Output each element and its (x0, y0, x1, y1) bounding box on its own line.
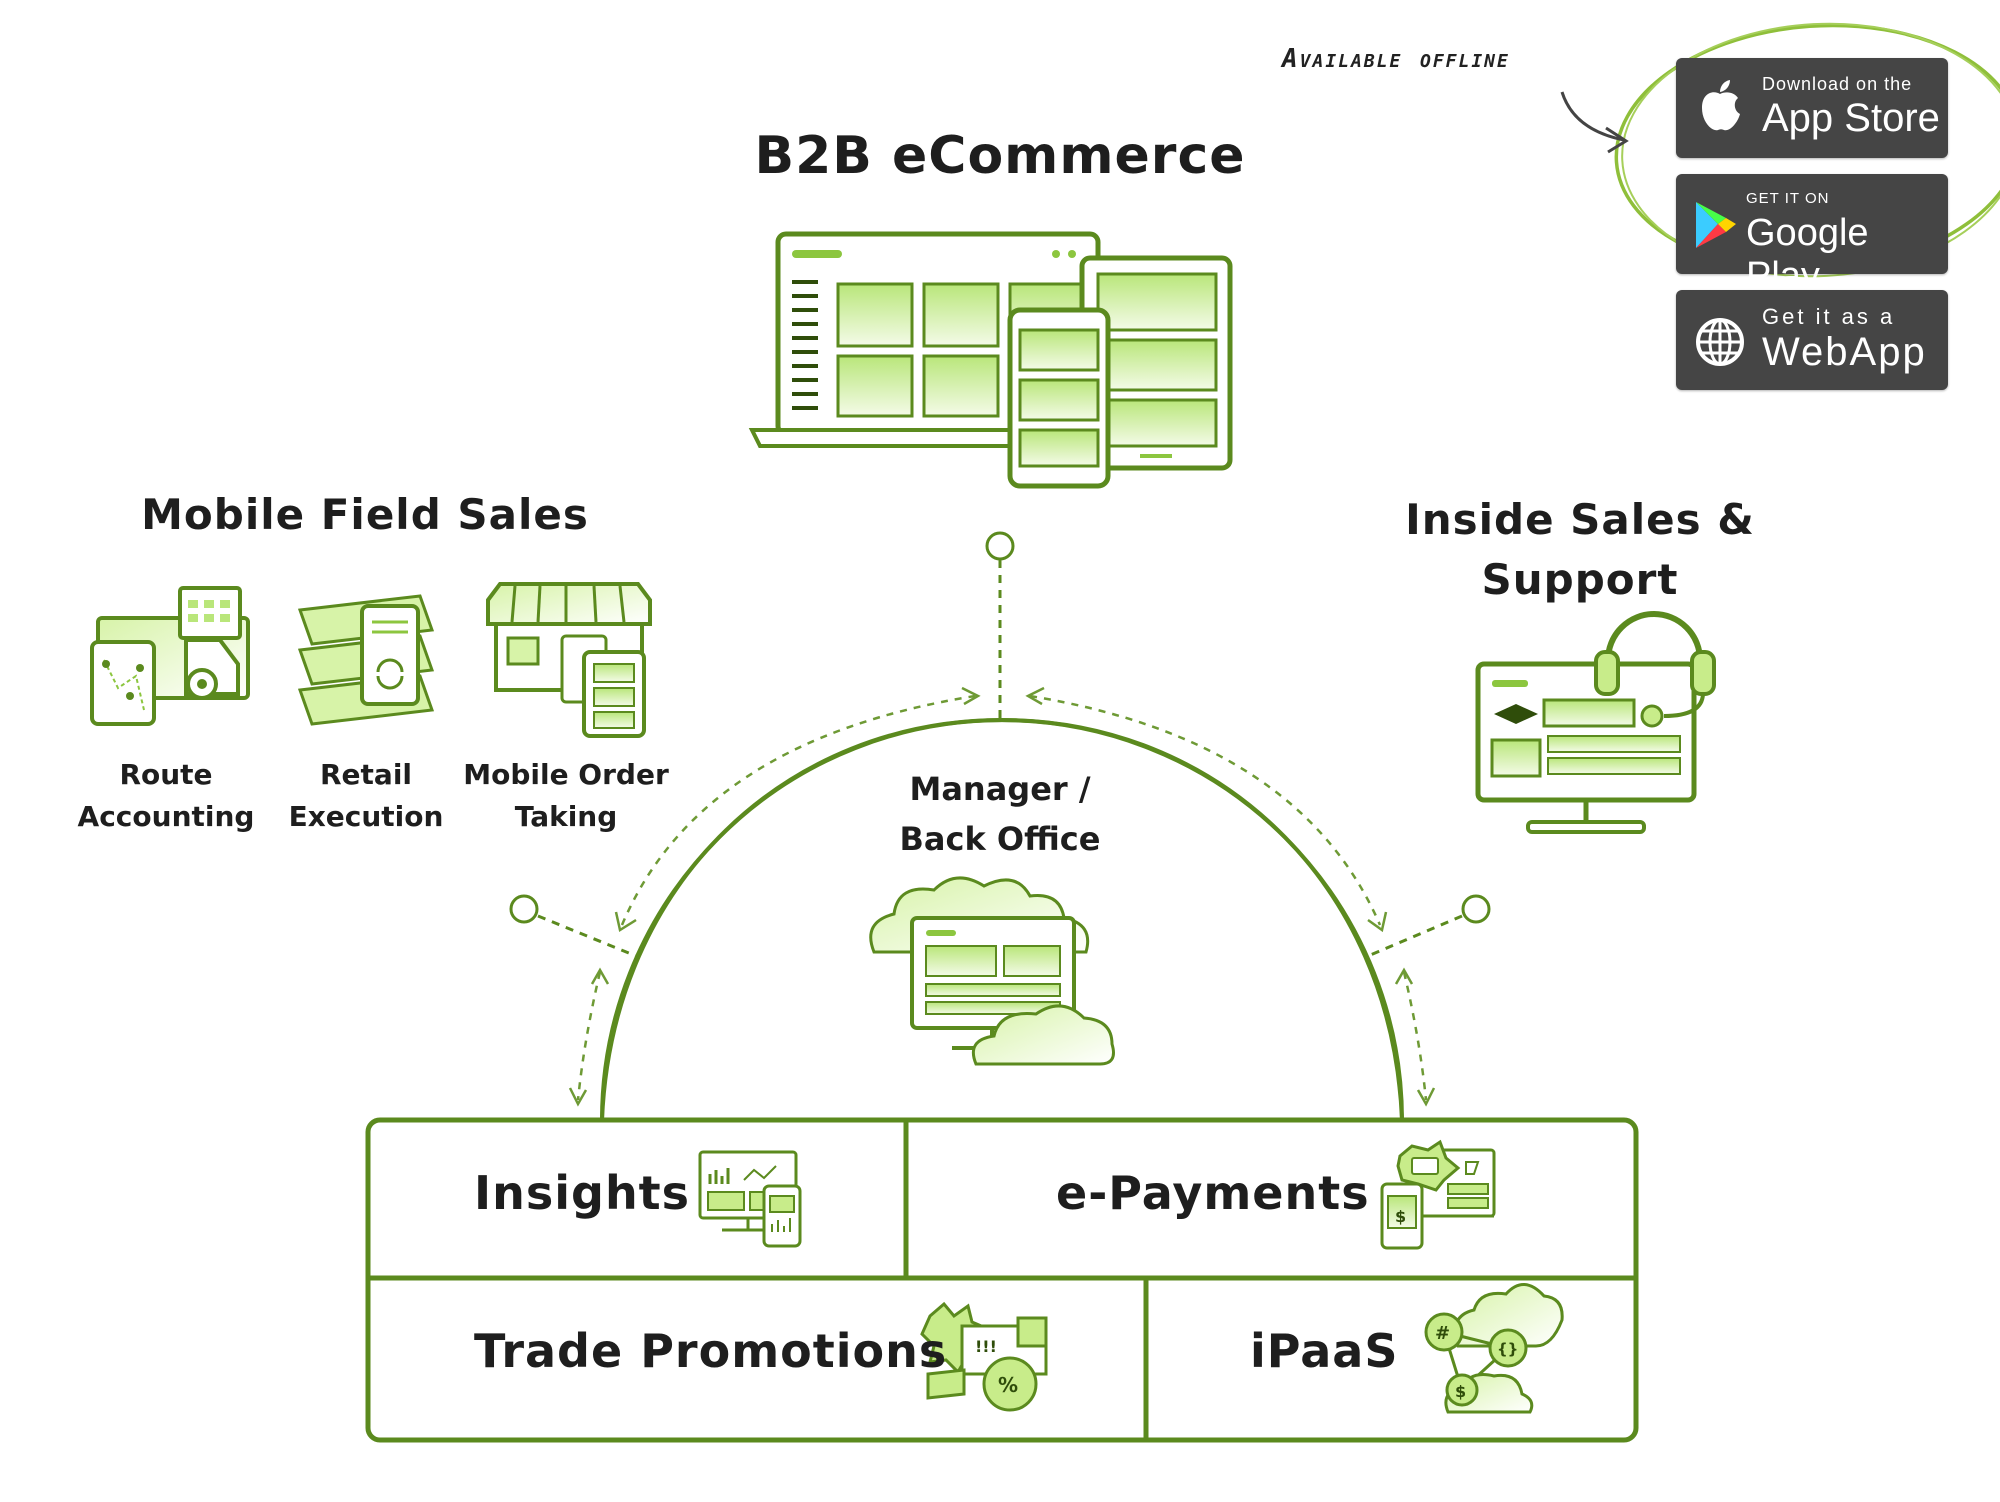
ipaas-label: iPaaS (1250, 1324, 1399, 1378)
trade-promotions-label: Trade Promotions (474, 1324, 948, 1378)
promotions-icon: !!! % (920, 1301, 1048, 1412)
modules-panel (365, 1117, 1639, 1443)
google-play-button[interactable]: GET IT ON Google Play (1676, 174, 1948, 297)
route-truck-icon (90, 586, 250, 726)
webapp-small-label: Get it as a (1762, 304, 1896, 329)
mobile-field-sales-title: Mobile Field Sales (141, 490, 589, 539)
globe-icon (1696, 318, 1744, 366)
inside-sales-title: Inside Sales & Support (1405, 495, 1755, 604)
app-store-big-label: App Store (1762, 96, 1940, 140)
svg-text:$: $ (1455, 1382, 1466, 1401)
insights-label: Insights (474, 1166, 691, 1220)
google-play-big-label: Google Play (1746, 212, 1869, 297)
webapp-button[interactable]: Get it as a WebApp (1676, 290, 1948, 390)
connector-b2b (985, 531, 1015, 718)
svg-text:$: $ (1395, 1207, 1406, 1226)
cloud-monitor-icon (869, 876, 1115, 1066)
headset-monitor-icon (1475, 611, 1716, 834)
insights-dashboard-icon (698, 1150, 802, 1248)
svg-text:{}: {} (1497, 1340, 1518, 1358)
integration-network-icon: # {} $ (1424, 1283, 1564, 1414)
google-play-small-label: GET IT ON (1746, 190, 1830, 207)
page-title: B2B eCommerce (754, 126, 1246, 186)
retail-shelf-icon (297, 594, 435, 726)
store-tablet-icon (486, 582, 652, 738)
apple-icon (1702, 80, 1740, 131)
mobile-order-taking-label: Mobile Order Taking (463, 758, 669, 833)
webapp-big-label: WebApp (1762, 330, 1927, 374)
payments-icon: $ (1380, 1139, 1496, 1250)
google-play-icon (1696, 202, 1736, 248)
manager-back-office-label: Manager / Back Office (899, 770, 1101, 858)
offline-arrow (1560, 91, 1625, 142)
e-payments-label: e-Payments (1056, 1166, 1370, 1220)
arrow-left-top (620, 694, 976, 926)
offline-note: Available offline (1282, 44, 1510, 74)
svg-text:!!!: !!! (975, 1337, 997, 1356)
connector-inside-sales (1367, 894, 1491, 958)
b2b-devices-icon (748, 231, 1233, 489)
retail-execution-label: Retail Execution (288, 758, 444, 833)
app-store-button[interactable]: Download on the App Store (1676, 58, 1948, 158)
svg-text:#: # (1435, 1323, 1450, 1344)
connector-mobile-field-sales (509, 894, 637, 958)
svg-text:%: % (998, 1373, 1018, 1397)
route-accounting-label: Route Accounting (77, 758, 255, 833)
arrow-right-top (1029, 694, 1382, 926)
app-store-small-label: Download on the (1762, 74, 1913, 94)
